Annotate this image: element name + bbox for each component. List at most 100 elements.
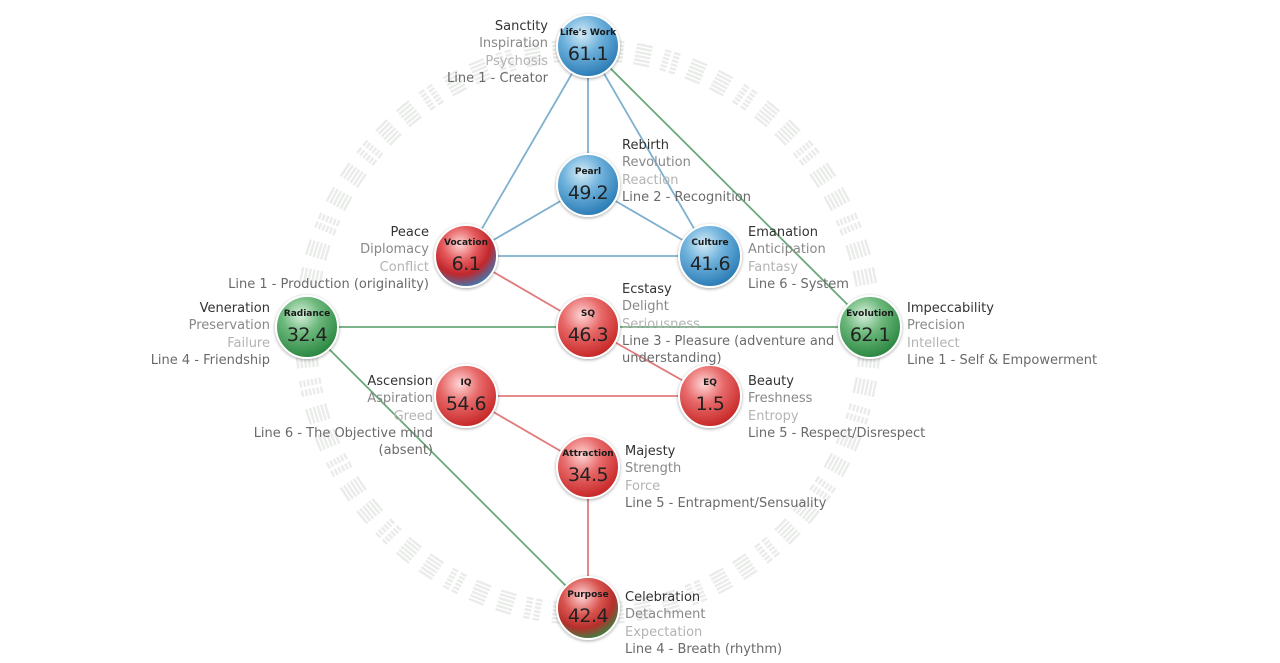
hexagram-mark bbox=[753, 100, 781, 128]
node-value: 41.6 bbox=[689, 253, 731, 275]
node-iq[interactable]: IQ 54.6 bbox=[434, 364, 498, 428]
hexagram-mark bbox=[325, 186, 353, 212]
hexagram-mark bbox=[633, 596, 654, 622]
hexagram-mark bbox=[314, 428, 341, 452]
label-gift: Revolution bbox=[622, 155, 691, 171]
label-line: Line 4 - Breath (rhythm) bbox=[625, 641, 783, 657]
hexagram-mark bbox=[395, 536, 423, 564]
node-name: Purpose bbox=[567, 590, 609, 600]
hexagram-mark bbox=[792, 497, 820, 525]
connection-line bbox=[587, 45, 711, 257]
label-line: Line 1 - Creator bbox=[447, 70, 548, 86]
label-gift: Strength bbox=[625, 461, 682, 477]
label-line: Line 3 - Pleasure (adventure and bbox=[622, 333, 835, 349]
node-radiance[interactable]: Radiance 32.4 bbox=[275, 295, 339, 359]
label-iq: Ascension Aspiration Greed Line 6 - The … bbox=[254, 373, 433, 459]
label-title: Celebration bbox=[625, 590, 701, 605]
hexagram-mark bbox=[418, 83, 444, 111]
label-gift: Detachment bbox=[625, 607, 706, 623]
node-value: 49.2 bbox=[567, 182, 609, 204]
connection-line bbox=[587, 45, 871, 328]
label-title: Impeccability bbox=[907, 301, 994, 316]
label-gift: Delight bbox=[622, 299, 669, 315]
label-line: Line 6 - The Objective mind bbox=[253, 425, 433, 441]
label-gift: Anticipation bbox=[748, 242, 826, 258]
hexagram-mark bbox=[305, 239, 331, 261]
label-title: Sanctity bbox=[494, 19, 548, 34]
hexagram-mark bbox=[356, 497, 384, 525]
label-lifes-work: Sanctity Inspiration Psychosis Line 1 - … bbox=[447, 18, 548, 87]
label-gift: Aspiration bbox=[367, 391, 433, 407]
hexagram-mark bbox=[708, 567, 734, 595]
hexagram-mark bbox=[852, 266, 878, 287]
hexagram-mark bbox=[835, 212, 862, 236]
hexagram-mark bbox=[418, 553, 444, 581]
label-evolution: Impeccability Precision Intellect Line 1… bbox=[907, 300, 1097, 369]
node-value: 46.3 bbox=[567, 324, 609, 346]
hexagram-mark bbox=[708, 69, 734, 97]
hexagram-mark bbox=[845, 403, 871, 425]
hexagram-mark bbox=[522, 596, 543, 622]
node-value: 32.4 bbox=[286, 324, 328, 346]
node-culture[interactable]: Culture 41.6 bbox=[678, 224, 742, 288]
node-evolution[interactable]: Evolution 62.1 bbox=[838, 295, 902, 359]
node-pearl[interactable]: Pearl 49.2 bbox=[556, 153, 620, 217]
label-shadow: Psychosis bbox=[485, 53, 548, 69]
hexagram-mark bbox=[468, 58, 492, 85]
label-title: Ecstasy bbox=[622, 282, 672, 297]
hexagram-mark bbox=[792, 139, 820, 167]
hexagram-mark bbox=[495, 589, 517, 615]
hexagram-mark bbox=[774, 518, 801, 545]
label-shadow: Expectation bbox=[625, 624, 703, 640]
hexagram-mark bbox=[732, 553, 758, 581]
node-attraction[interactable]: Attraction 34.5 bbox=[556, 435, 620, 499]
label-line: Line 6 - System bbox=[748, 276, 849, 292]
hexagram-mark bbox=[395, 100, 423, 128]
hexagram-mark bbox=[633, 42, 654, 68]
label-vocation: Peace Diplomacy Conflict Line 1 - Produc… bbox=[228, 224, 429, 293]
hexagram-mark bbox=[809, 162, 837, 188]
label-line-cont: (absent) bbox=[378, 443, 433, 459]
label-shadow: Entropy bbox=[748, 408, 799, 424]
hexagram-mark bbox=[375, 518, 402, 545]
label-title: Emanation bbox=[748, 225, 818, 240]
node-name: Attraction bbox=[562, 449, 614, 459]
hexagram-mark bbox=[468, 579, 492, 606]
node-eq[interactable]: EQ 1.5 bbox=[678, 364, 742, 428]
label-culture: Emanation Anticipation Fantasy Line 6 - … bbox=[748, 224, 849, 293]
node-value: 6.1 bbox=[451, 253, 481, 275]
label-gift: Inspiration bbox=[479, 36, 548, 52]
node-purpose[interactable]: Purpose 42.4 bbox=[556, 576, 620, 640]
label-shadow: Greed bbox=[393, 408, 433, 424]
label-shadow: Force bbox=[625, 478, 661, 494]
node-vocation[interactable]: Vocation 6.1 bbox=[434, 224, 498, 288]
node-value: 61.1 bbox=[567, 43, 609, 65]
node-lifes-work[interactable]: Life's Work 61.1 bbox=[556, 14, 620, 78]
hexagram-mark bbox=[522, 42, 543, 68]
hexagram-mark bbox=[314, 212, 341, 236]
label-attraction: Majesty Strength Force Line 5 - Entrapme… bbox=[625, 443, 826, 512]
hexagram-mark bbox=[845, 239, 871, 261]
hexagram-mark bbox=[659, 49, 681, 75]
label-gift: Diplomacy bbox=[360, 242, 429, 258]
node-name: IQ bbox=[460, 378, 472, 388]
node-value: 42.4 bbox=[567, 605, 609, 627]
hexagram-mark bbox=[339, 476, 367, 502]
hexagram-mark bbox=[835, 428, 862, 452]
node-sq[interactable]: SQ 46.3 bbox=[556, 295, 620, 359]
connection-line bbox=[306, 326, 589, 609]
label-gift: Freshness bbox=[748, 391, 813, 407]
label-line: Line 4 - Friendship bbox=[150, 352, 270, 368]
hexagram-mark bbox=[732, 83, 758, 111]
node-name: SQ bbox=[580, 309, 596, 319]
hexagram-mark bbox=[823, 452, 851, 478]
label-line: Line 5 - Respect/Disrespect bbox=[748, 425, 926, 441]
label-shadow: Fantasy bbox=[748, 259, 799, 275]
label-line-cont: understanding) bbox=[622, 351, 722, 367]
label-line: Line 1 - Production (originality) bbox=[228, 276, 429, 292]
hexagram-mark bbox=[339, 162, 367, 188]
hexagram-mark bbox=[356, 139, 384, 167]
label-shadow: Failure bbox=[227, 335, 270, 351]
label-pearl: Rebirth Revolution Reaction Line 2 - Rec… bbox=[622, 137, 751, 206]
label-sq: Ecstasy Delight Seriousness Line 3 - Ple… bbox=[622, 281, 834, 367]
